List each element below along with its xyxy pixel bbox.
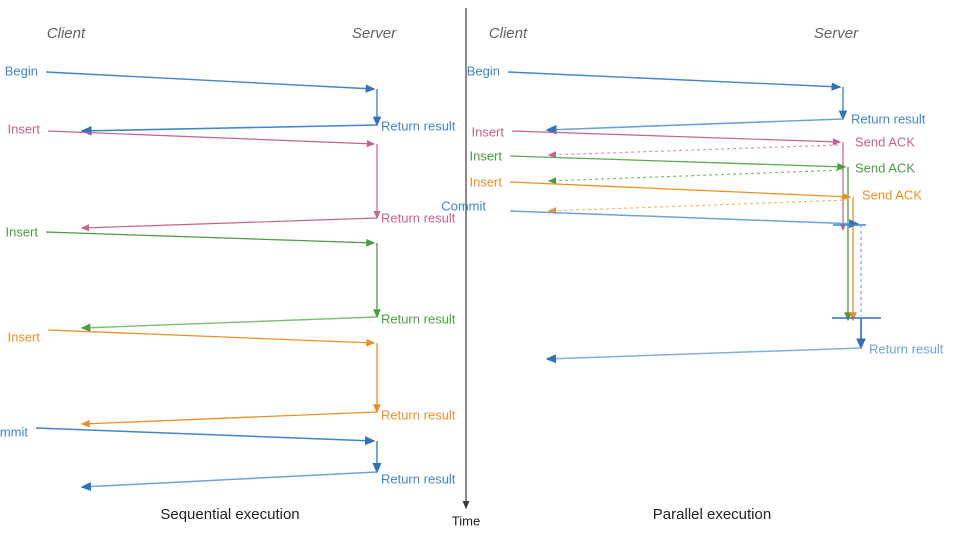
message-label-insert-1-parallel: Insert [471,124,504,139]
message-insert-1: Insert Return result [7,121,456,232]
request-arrow-commit-parallel [509,210,860,229]
request-arrow-insert-3-parallel [509,181,852,201]
request-arrow-insert-2-parallel [509,155,847,171]
message-label-insert-3: Insert [7,329,40,344]
message-label-insert-2-parallel: Insert [469,148,502,163]
message-begin-parallel: Begin Return result [467,63,926,135]
ack-arrow-insert-3 [547,199,850,215]
reply-arrow-begin [80,124,378,136]
time-axis-label: Time [452,513,480,528]
panel-parallel: Client Server Begin Return result Insert… [441,25,944,523]
request-arrow-insert-1-parallel [511,130,842,146]
message-begin: Begin Return result [5,63,456,136]
request-arrow-insert-1 [47,130,376,148]
request-arrow-begin-parallel [507,71,842,91]
actor-label-server: Server [352,25,397,42]
reply-label-insert-2: Return result [381,311,456,326]
panel-caption-sequential: Sequential execution [160,506,299,523]
reply-arrow-begin-parallel [545,118,844,135]
request-arrow-begin [45,71,376,93]
ack-arrow-insert-2 [547,169,845,185]
message-insert-1-parallel: Insert Send ACK [471,124,915,232]
message-label-commit: Commit [0,424,28,439]
request-arrow-commit [35,427,376,446]
time-axis: Time [452,8,480,528]
ack-label-insert-1: Send ACK [855,134,915,149]
actor-label-client-parallel: Client [489,25,528,42]
message-commit-parallel: Commit Return result [441,198,944,364]
ack-label-insert-2: Send ACK [855,160,915,175]
request-arrow-insert-3 [47,329,376,347]
message-commit: Commit Return result [0,424,456,492]
message-insert-2-parallel: Insert Send ACK [469,148,915,322]
ack-label-insert-3: Send ACK [862,187,922,202]
message-label-begin: Begin [5,63,38,78]
reply-label-begin-parallel: Return result [851,111,926,126]
reply-arrow-insert-3 [80,411,378,428]
request-arrow-insert-2 [45,231,376,247]
panel-caption-parallel: Parallel execution [653,506,771,523]
reply-label-commit-parallel: Return result [869,341,944,356]
reply-label-insert-3: Return result [381,407,456,422]
message-label-insert-2: Insert [5,224,38,239]
message-label-insert-3-parallel: Insert [469,174,502,189]
reply-arrow-insert-1 [80,217,378,232]
reply-arrow-insert-2 [80,316,378,332]
message-insert-3: Insert Return result [7,329,456,428]
message-label-insert-1: Insert [7,121,40,136]
reply-arrow-commit-parallel [545,347,862,364]
panel-sequential: Client Server Begin Return result Insert… [0,25,456,523]
reply-label-insert-1: Return result [381,210,456,225]
message-insert-2: Insert Return result [5,224,456,332]
message-insert-3-parallel: Insert Send ACK [469,174,922,322]
ack-arrow-insert-1 [547,144,839,159]
message-label-begin-parallel: Begin [467,63,500,78]
actor-label-client: Client [47,25,86,42]
message-label-commit-parallel: Commit [441,198,486,213]
reply-label-commit: Return result [381,471,456,486]
actor-label-server-parallel: Server [814,25,859,42]
reply-arrow-commit [80,471,378,492]
reply-label-begin: Return result [381,118,456,133]
